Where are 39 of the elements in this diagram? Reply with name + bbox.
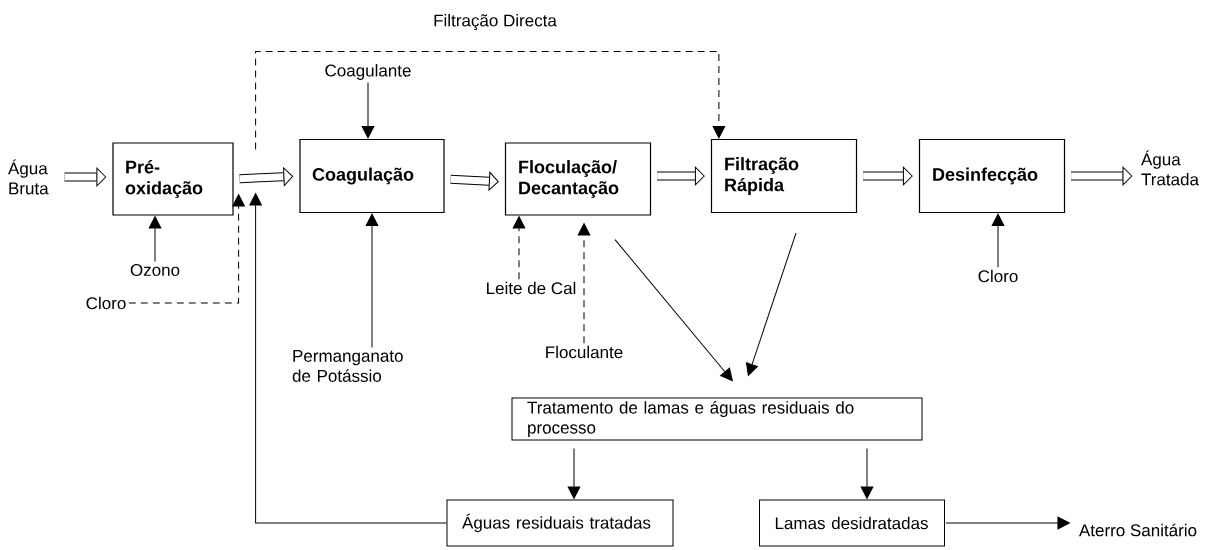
arrow [614,239,733,382]
input-label: Coagulante [325,64,411,80]
arrow [991,213,1005,268]
input-label: Água Bruta [8,159,49,195]
input-label: Cloro [86,296,126,310]
arrow [860,448,874,499]
input-label: Cloro [978,269,1018,283]
process-box: Coagulação [299,138,445,214]
flow-arrow [1071,166,1133,186]
dashed-arrow [255,50,726,150]
input-label: Floculante [546,345,623,359]
dashed-arrow [512,216,526,280]
flow-arrow [64,167,107,187]
flow-arrow [239,167,294,187]
arrow [249,193,447,524]
input-label: Permanganato de Potássio [292,350,403,382]
arrow [567,448,581,499]
flow-arrow [863,166,913,186]
arrow [945,516,1070,530]
input-label: Ozono [130,264,180,276]
edge-label: Filtração Directa [431,12,559,32]
flow-arrow [450,171,499,191]
output-label: Água Tratada [1141,150,1199,186]
process-box: Desinfecção [918,138,1066,214]
arrow [365,213,379,349]
input-label: Leite de Cal [487,281,576,295]
process-box: Floculação/ Decantação [504,142,652,216]
dashed-arrow [577,223,591,344]
process-box: Pré- oxidação [112,142,234,216]
arrow [745,232,797,376]
process-box: Tratamento de lamas e águas residuais do processo [511,397,923,441]
process-box: Filtração Rápida [710,138,858,214]
arrow [361,81,375,139]
process-box: Águas residuais tratadas [446,499,674,547]
flow-arrow [657,166,705,186]
dashed-arrow [128,194,245,304]
output-label: Aterro Sanitário [1079,523,1197,537]
arrow [148,216,162,262]
process-box: Lamas desidratadas [759,499,945,547]
